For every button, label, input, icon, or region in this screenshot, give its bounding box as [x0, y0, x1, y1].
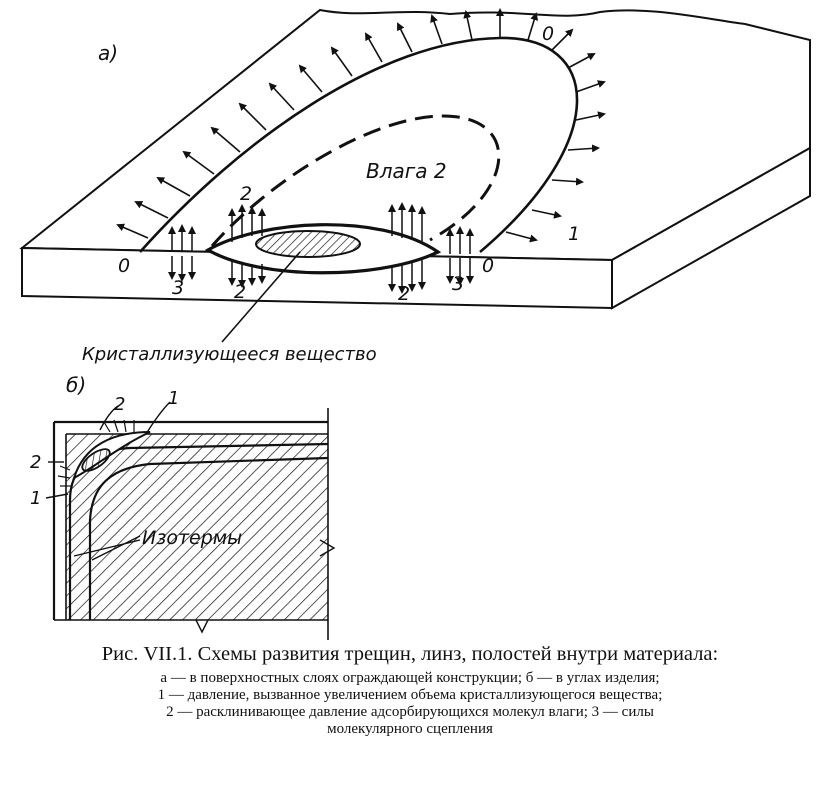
legend-line: а — в поверхностных слоях ограждающей ко…: [160, 670, 660, 686]
panel-b-label: б): [66, 373, 86, 397]
slab-side: [611, 146, 811, 310]
label-three-left: 3: [172, 277, 184, 299]
figure: а): [19, 8, 811, 640]
pressure-arrows: [116, 8, 606, 243]
crack-boundary: [139, 36, 579, 253]
label-zero-top: 0: [542, 23, 554, 45]
legend-line: молекулярного сцепления: [327, 721, 493, 737]
caption-legend: а — в поверхностных слоях ограждающей ко…: [8, 670, 812, 738]
corner-substance: [81, 448, 111, 472]
label-one: 1: [568, 223, 580, 245]
moisture-boundary: [210, 114, 501, 247]
label-zero-right: 0: [482, 255, 494, 277]
mark-two-top: 2: [114, 394, 125, 415]
isotherm-label: Изотермы: [142, 527, 242, 549]
panel-a-label: а): [98, 41, 118, 65]
figure-caption: Рис. VII.1. Схемы развития трещин, линз,…: [0, 643, 820, 738]
label-zero-left: 0: [118, 255, 130, 277]
moisture-label: Влага 2: [366, 159, 447, 183]
label-two-lower-right: 2: [398, 283, 410, 305]
legend-line: 2 — расклинивающее давление адсорбирующи…: [166, 704, 654, 720]
caption-title: Рис. VII.1. Схемы развития трещин, линз,…: [101, 643, 719, 665]
vertical-arrows: [168, 202, 474, 294]
crystallizing-substance: [255, 230, 361, 258]
panel-a: а): [19, 8, 811, 365]
substance-label: Кристаллизующееся вещество: [82, 344, 377, 365]
substance-leader: [221, 251, 301, 343]
legend-line: 1 — давление, вызванное увеличением объе…: [157, 687, 663, 703]
label-three-right: 3: [452, 273, 464, 295]
corner-body: [66, 434, 328, 620]
label-two-lower-left: 2: [234, 281, 246, 303]
mark-two-left: 2: [30, 452, 41, 473]
label-two-upper: 2: [240, 183, 252, 205]
mark-one-top: 1: [168, 388, 179, 409]
mark-one-left: 1: [30, 488, 41, 509]
isotherm-2: [88, 456, 329, 620]
panel-b: б): [30, 373, 336, 640]
slab-top: [19, 8, 811, 262]
